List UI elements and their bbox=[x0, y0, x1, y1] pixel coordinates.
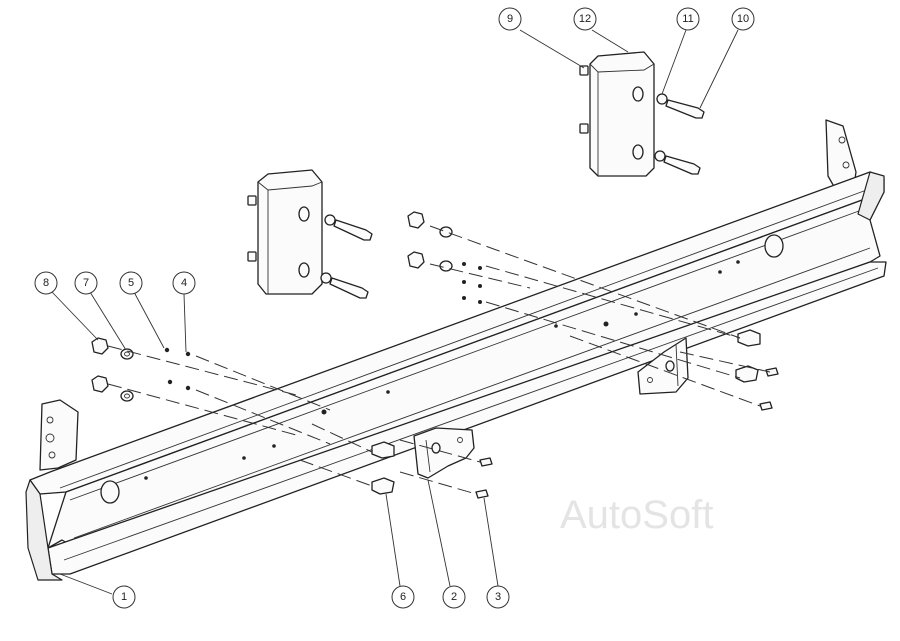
callout-label: 3 bbox=[495, 591, 501, 603]
assembly-lines bbox=[107, 225, 771, 495]
mounting-bracket-left bbox=[413, 427, 475, 479]
callout-1: 1 bbox=[112, 585, 136, 609]
callout-label: 1 bbox=[121, 591, 127, 603]
callout-8: 8 bbox=[34, 271, 58, 295]
left-fastener-set-upper bbox=[91, 337, 191, 360]
callout-label: 5 bbox=[128, 277, 134, 289]
mounting-bracket-right bbox=[637, 337, 689, 395]
rubber-buffer-block-upper bbox=[579, 51, 655, 177]
callout-5: 5 bbox=[119, 271, 143, 295]
callout-label: 10 bbox=[737, 13, 749, 25]
callout-label: 2 bbox=[451, 591, 457, 603]
callout-label: 8 bbox=[43, 277, 49, 289]
small-screws bbox=[475, 367, 779, 499]
callout-7: 7 bbox=[74, 271, 98, 295]
callout-3: 3 bbox=[486, 585, 510, 609]
callout-6: 6 bbox=[391, 585, 415, 609]
left-fastener-set-lower bbox=[91, 375, 191, 402]
callout-4: 4 bbox=[172, 271, 196, 295]
callout-11: 11 bbox=[676, 7, 700, 31]
callout-9: 9 bbox=[498, 7, 522, 31]
callout-10: 10 bbox=[731, 7, 755, 31]
callout-label: 12 bbox=[579, 13, 591, 25]
bumper-beam bbox=[25, 171, 887, 581]
callout-label: 4 bbox=[181, 277, 187, 289]
callout-2: 2 bbox=[442, 585, 466, 609]
watermark: AutoSoft bbox=[560, 493, 713, 537]
bracket-bolts bbox=[371, 329, 761, 495]
callout-label: 6 bbox=[400, 591, 406, 603]
rear-fastener-set bbox=[407, 211, 482, 304]
buffer-bolts-lower bbox=[320, 214, 373, 299]
buffer-bolts-upper bbox=[654, 93, 705, 175]
leader-lines bbox=[51, 29, 739, 595]
left-end-bracket bbox=[39, 399, 79, 471]
callout-label: 11 bbox=[682, 13, 693, 25]
callout-label: 7 bbox=[83, 277, 89, 289]
callout-12: 12 bbox=[573, 7, 597, 31]
callout-label: 9 bbox=[507, 13, 513, 25]
rubber-buffer-block-lower bbox=[247, 169, 323, 295]
